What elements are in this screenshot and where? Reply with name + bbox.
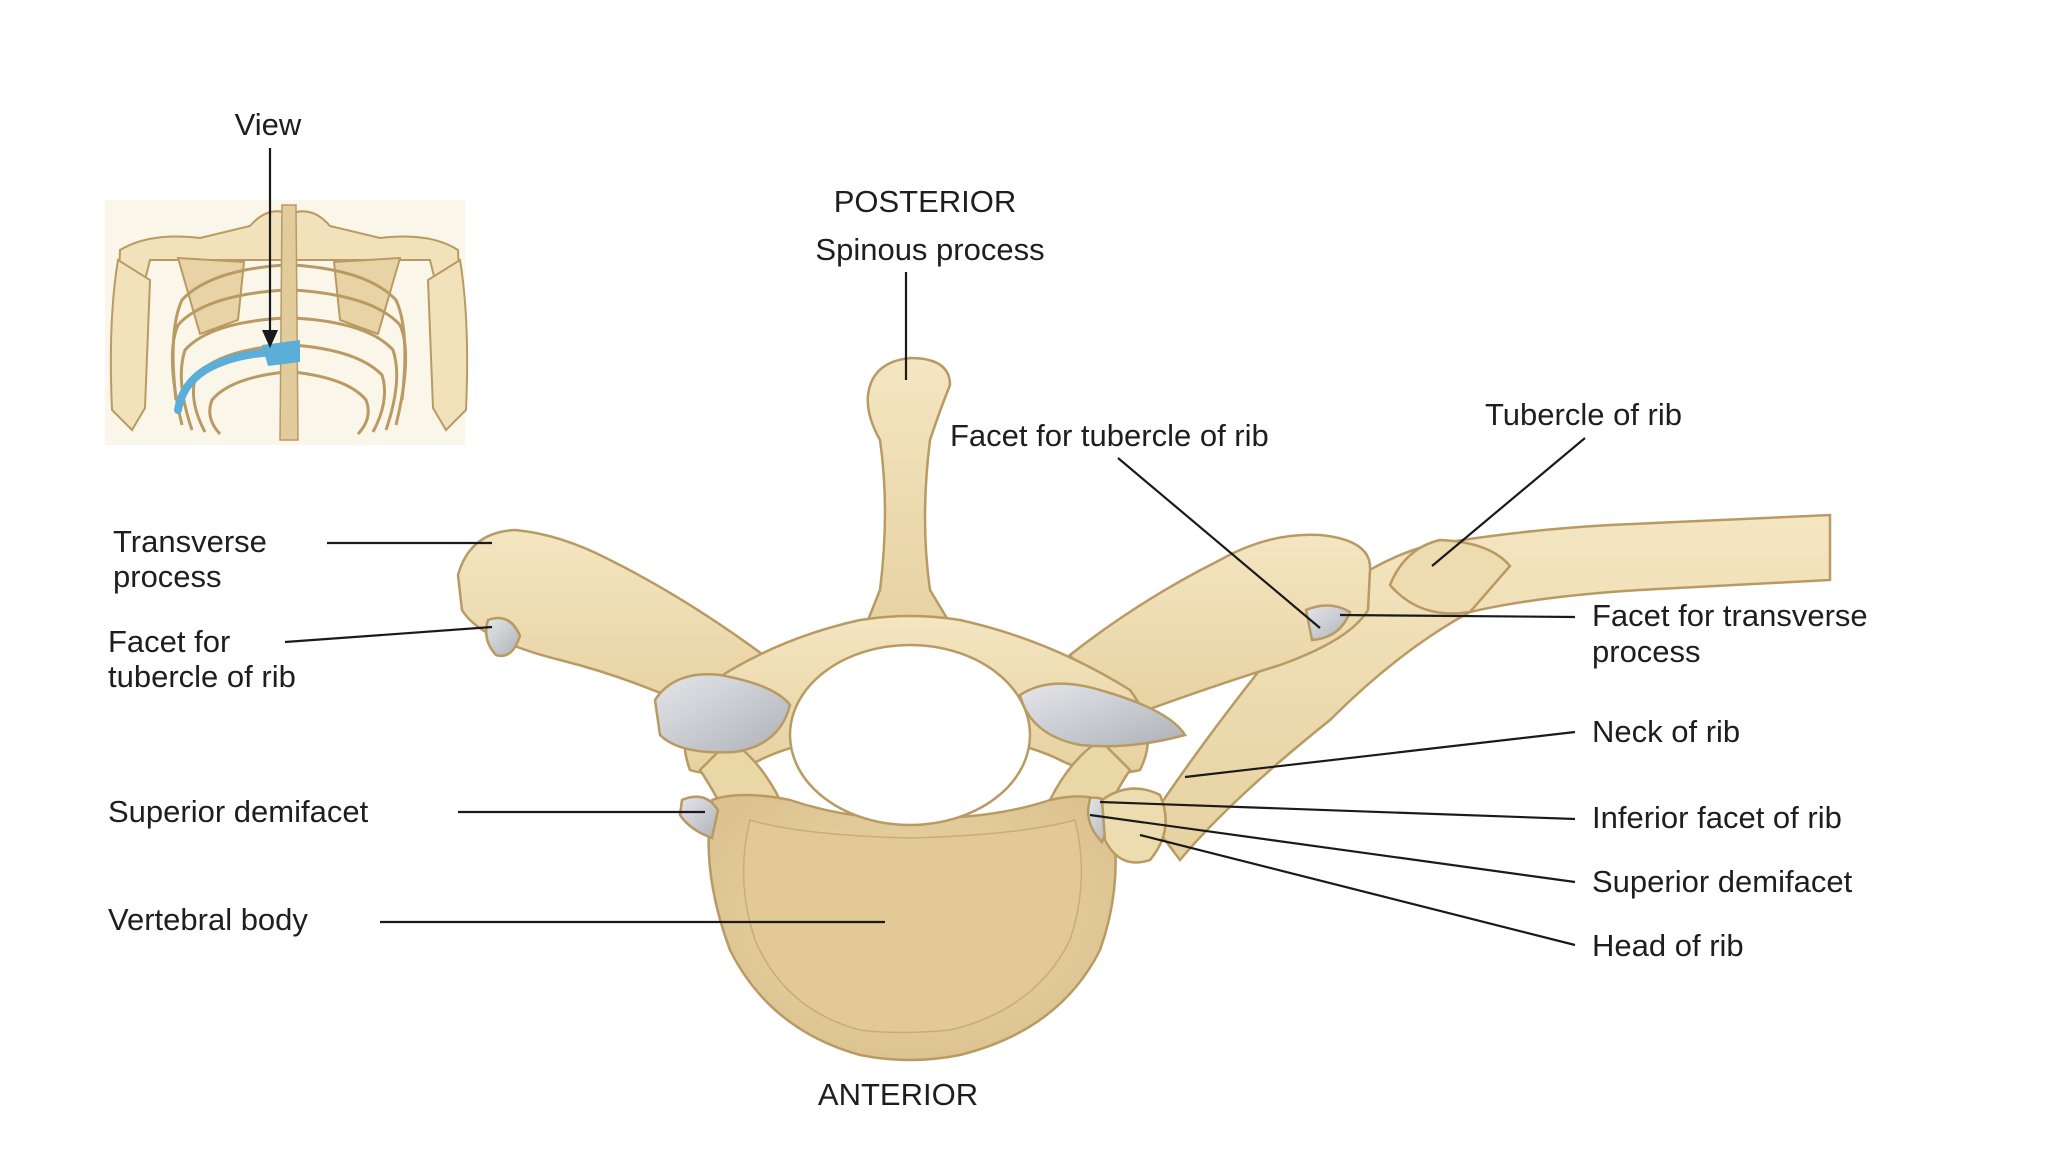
vertebral-body-label: Vertebral body	[108, 902, 308, 937]
posterior-label: POSTERIOR	[834, 184, 1017, 219]
inset-skeleton-view: View	[105, 107, 469, 445]
view-arrow-head	[262, 330, 278, 348]
facet-tubercle-right-label: Facet for tubercle of rib	[950, 418, 1269, 453]
transverse-process-label-line2: process	[113, 559, 222, 594]
inset-ribs	[170, 263, 408, 436]
right-superior-articular-facet	[1018, 682, 1187, 748]
labels: POSTERIOR Spinous process Transverse pro…	[108, 184, 1868, 1112]
left-superior-articular-facet	[653, 673, 792, 754]
neck-of-rib-label: Neck of rib	[1592, 714, 1740, 749]
right-facet-tubercle-shape	[1304, 604, 1352, 642]
leader-head-of-rib	[1139, 833, 1576, 947]
right-transverse-process	[1068, 533, 1372, 722]
vertebra-illustration	[456, 356, 1832, 1062]
rib-head	[1100, 787, 1167, 864]
spinous-process-label: Spinous process	[815, 232, 1044, 267]
spinous-process	[858, 356, 963, 642]
superior-demifacet-left-label: Superior demifacet	[108, 794, 369, 829]
transverse-process-label-line1: Transverse	[113, 524, 267, 559]
facet-transverse-process-label-line1: Facet for transverse	[1592, 598, 1868, 633]
inferior-facet-of-rib-label: Inferior facet of rib	[1592, 800, 1842, 835]
leader-facet-tubercle-right	[1117, 457, 1321, 629]
vertebral-foramen	[788, 643, 1032, 827]
leader-facet-transverse-process	[1339, 613, 1576, 619]
leader-inferior-facet-of-rib	[1099, 800, 1576, 821]
leader-superior-demifacet-right	[1089, 813, 1576, 884]
leader-tubercle-of-rib	[1431, 437, 1586, 567]
facet-tubercle-left-label-line2: tubercle of rib	[108, 659, 296, 694]
leader-neck-of-rib	[1184, 730, 1576, 779]
facet-transverse-process-label-line2: process	[1592, 634, 1701, 669]
left-transverse-process	[456, 528, 772, 722]
left-superior-demifacet-shape	[678, 795, 720, 840]
left-facet-tubercle-shape	[485, 616, 522, 658]
tubercle-of-rib-label: Tubercle of rib	[1485, 397, 1682, 432]
head-of-rib-label: Head of rib	[1592, 928, 1744, 963]
leader-facet-tubercle-left	[284, 625, 493, 644]
rib-tubercle	[1388, 538, 1512, 615]
superior-demifacet-right-label: Superior demifacet	[1592, 864, 1853, 899]
vertebral-body-rim	[742, 819, 1083, 1034]
facet-tubercle-left-label-line1: Facet for	[108, 624, 230, 659]
inset-spine	[279, 204, 299, 441]
inset-highlighted-vertebra	[262, 340, 300, 366]
anterior-label: ANTERIOR	[818, 1077, 978, 1112]
leader-lines	[284, 272, 1586, 947]
view-label: View	[235, 107, 302, 142]
